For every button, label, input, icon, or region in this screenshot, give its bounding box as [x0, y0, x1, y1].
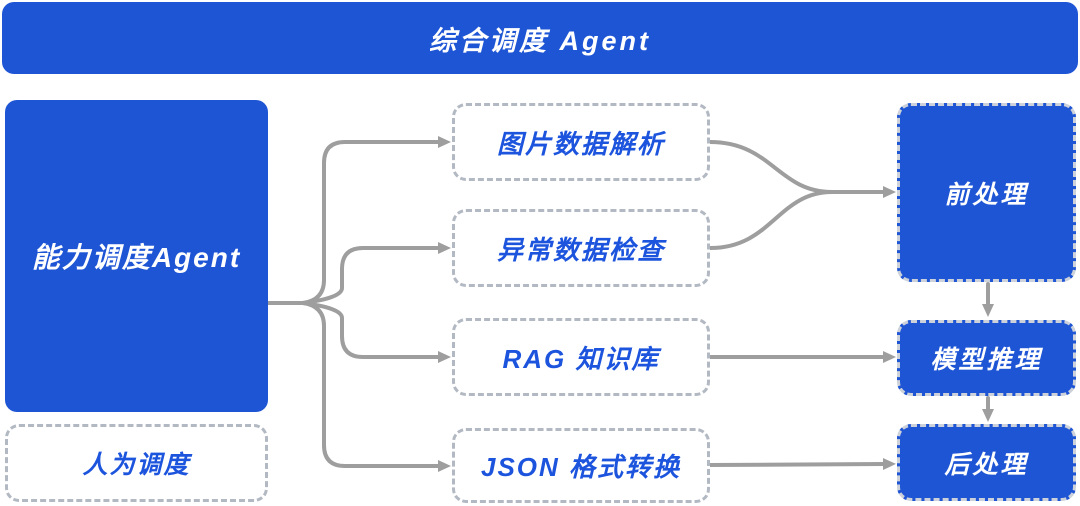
node-image-data-parse: 图片数据解析 — [452, 103, 710, 181]
node-anomaly-data-check: 异常数据检查 — [452, 209, 710, 287]
connector-anomaly-check-to-preprocess — [708, 190, 834, 250]
node-rag-knowledge-base: RAG 知识库 — [452, 318, 710, 396]
node-label: 能力调度Agent — [31, 242, 242, 273]
node-label: 后处理 — [944, 450, 1029, 479]
node-integrated-dispatch-agent: 综合调度 Agent — [2, 2, 1078, 74]
node-model-inference: 模型推理 — [897, 320, 1076, 396]
node-preprocess: 前处理 — [897, 103, 1076, 282]
node-label: JSON 格式转换 — [480, 452, 682, 482]
connector-image-parse-to-preprocess — [708, 140, 896, 198]
node-label: 异常数据检查 — [496, 234, 665, 265]
node-json-format-convert: JSON 格式转换 — [452, 428, 710, 503]
node-capability-dispatch-agent: 能力调度Agent — [5, 100, 268, 412]
node-label: 前处理 — [944, 180, 1029, 209]
node-label: RAG 知识库 — [502, 343, 660, 374]
node-label: 图片数据解析 — [496, 128, 665, 159]
node-human-dispatch: 人为调度 — [5, 424, 268, 502]
connector-scheduler-to-anomaly-check — [301, 242, 451, 305]
connector-scheduler-to-image-parse — [301, 136, 451, 305]
connector-json-to-postprocess — [708, 458, 896, 471]
node-postprocess: 后处理 — [897, 424, 1076, 501]
node-label: 模型推理 — [930, 346, 1043, 374]
connector-scheduler-to-json — [301, 301, 451, 472]
connector-scheduler-to-rag — [301, 301, 451, 363]
node-label: 人为调度 — [82, 451, 191, 479]
node-label: 综合调度 Agent — [429, 25, 651, 56]
